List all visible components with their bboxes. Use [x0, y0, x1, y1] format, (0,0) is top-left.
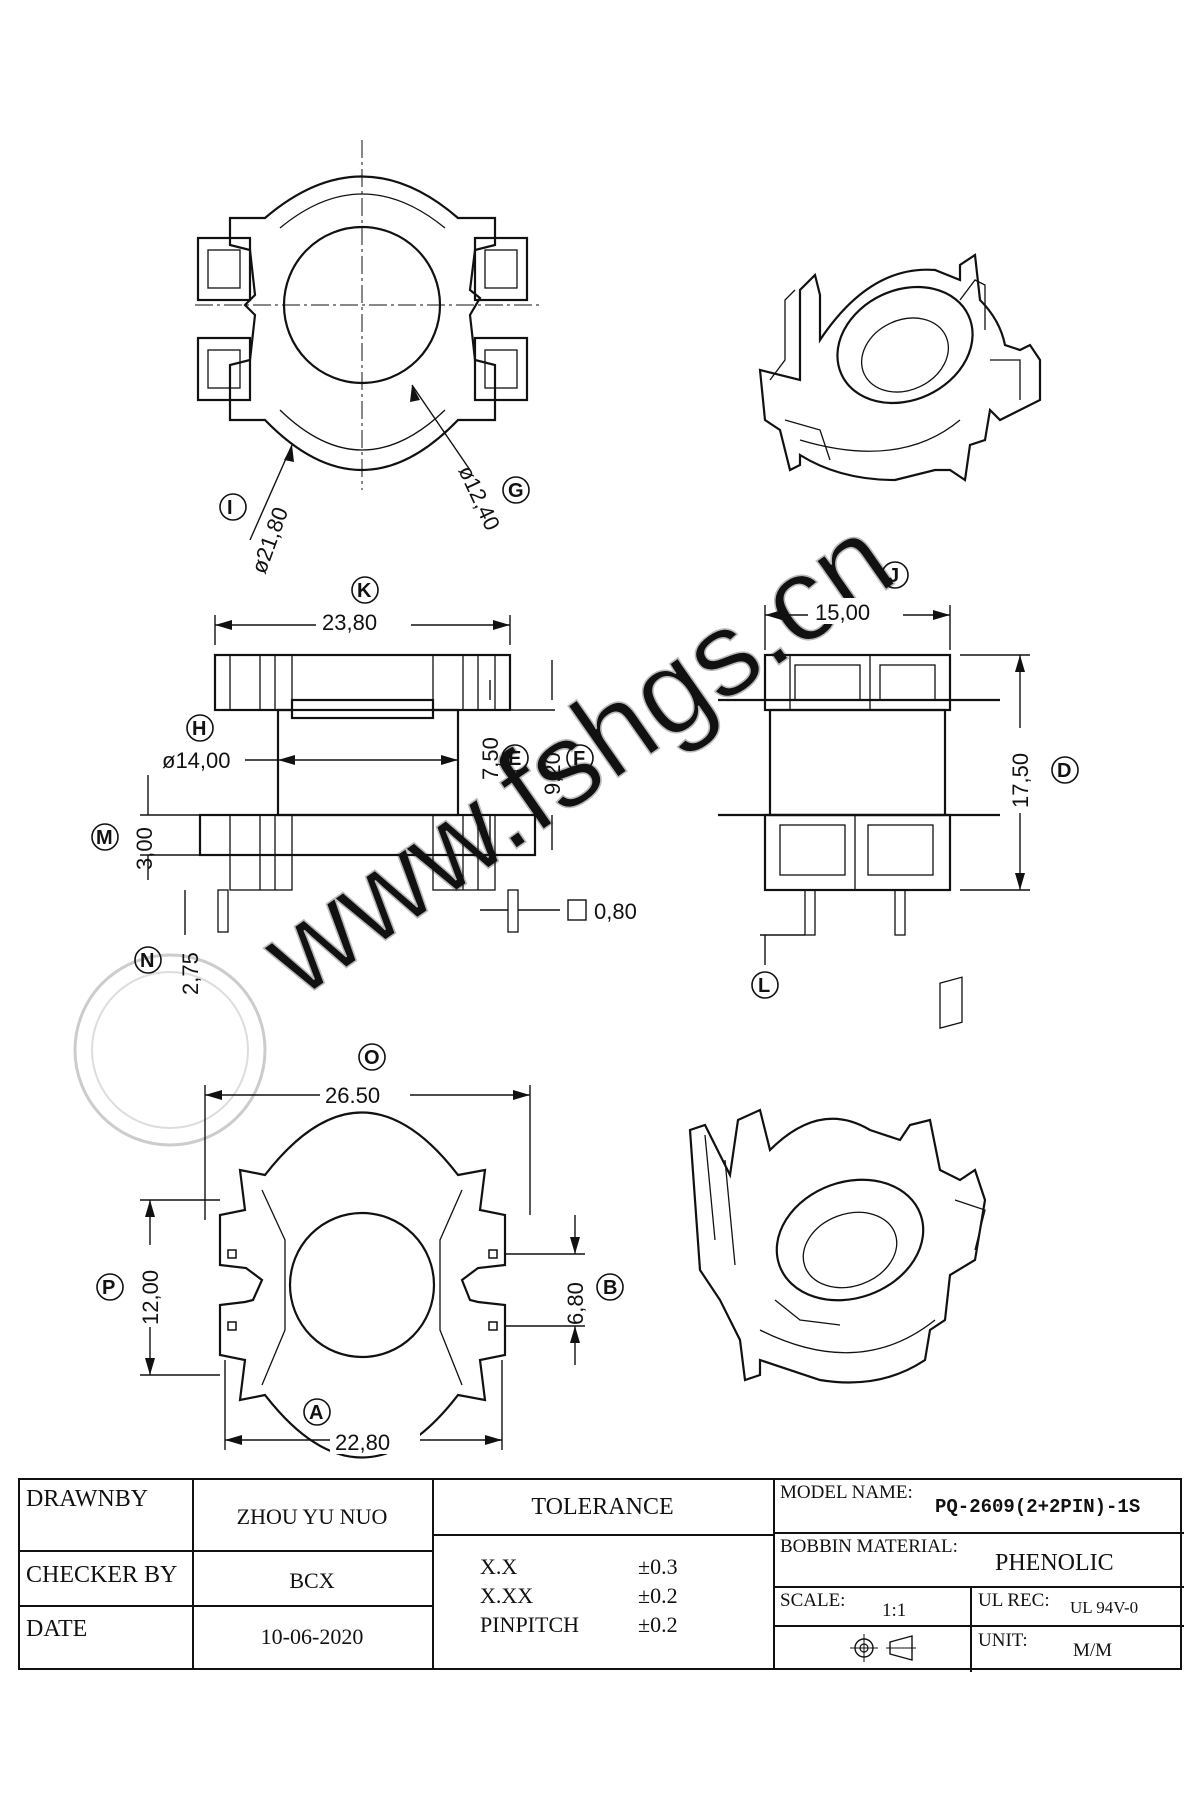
- tolerance-value-2: ±0.2: [638, 1583, 678, 1608]
- title-block: DRAWNBY CHECKER BY DATE ZHOU YU NUO BCX …: [18, 1478, 1184, 1672]
- callout-h: H: [192, 718, 206, 740]
- callout-a: A: [309, 1402, 323, 1424]
- iso-view-top: [758, 253, 1042, 482]
- dim-flange-gap: 7,50: [478, 737, 503, 780]
- callout-l: L: [758, 975, 770, 997]
- scale-label: SCALE:: [780, 1590, 846, 1611]
- callout-n: N: [140, 950, 154, 972]
- date-value: 10-06-2020: [260, 1624, 364, 1649]
- callout-d: D: [1057, 760, 1071, 782]
- callout-j: J: [888, 565, 899, 587]
- model-value: PQ-2609(2+2PIN)-1S: [935, 1496, 1141, 1518]
- callout-f: F: [573, 748, 585, 770]
- scale-value: 1:1: [882, 1600, 907, 1621]
- drawnby-label: DRAWNBY: [26, 1486, 149, 1512]
- callout-p: P: [102, 1277, 115, 1299]
- dim-pin-pitch: 6,80: [563, 1282, 588, 1325]
- projection-symbol-icon: [850, 1634, 916, 1662]
- unit-value: M/M: [1073, 1640, 1113, 1661]
- callout-i: I: [227, 497, 233, 519]
- callout-b: B: [603, 1277, 617, 1299]
- top-view: ø21,80 ø12,40 I G: [195, 140, 540, 577]
- tolerance-names: X.X X.XX PINPITCH: [480, 1552, 579, 1639]
- material-value: PHENOLIC: [995, 1550, 1114, 1576]
- dim-height: 17,50: [1008, 753, 1033, 808]
- tolerance-values: ±0.3 ±0.2 ±0.2: [638, 1552, 678, 1639]
- dim-width: 23,80: [322, 610, 377, 635]
- front-view: 23,80 K ø14,00 H 7,50 9,20 E F 3,00 M 2,…: [91, 576, 637, 995]
- date-label: DATE: [26, 1616, 88, 1642]
- model-label: MODEL NAME:: [780, 1482, 913, 1503]
- iso-view-bottom: [688, 976, 987, 1384]
- dim-inner-diameter: ø12,40: [453, 462, 505, 535]
- dim-span: 26.50: [325, 1083, 380, 1108]
- unit-label: UNIT:: [978, 1630, 1028, 1651]
- bottom-view: 26.50 O 12,00 P 6,80 B 22,80 A: [96, 1043, 624, 1459]
- dim-pin-length: 2,75: [178, 952, 203, 995]
- tolerance-name-1: X.X: [480, 1554, 518, 1579]
- callout-e: E: [508, 748, 521, 770]
- drawnby-value: ZHOU YU NUO: [236, 1504, 388, 1529]
- dim-total-height: 9,20: [540, 752, 565, 795]
- callout-g: G: [508, 480, 524, 502]
- tolerance-value-1: ±0.3: [638, 1554, 678, 1579]
- callout-k: K: [357, 580, 372, 602]
- side-view: 15,00 J 17,50 D L: [718, 561, 1079, 999]
- tolerance-name-3: PINPITCH: [480, 1612, 580, 1637]
- dim-base: 22,80: [335, 1430, 390, 1455]
- checker-value: BCX: [289, 1568, 335, 1593]
- callout-m: M: [96, 827, 113, 849]
- dim-flange: 3,00: [132, 827, 157, 870]
- ulrec-label: UL REC:: [978, 1590, 1050, 1611]
- dim-depth: 15,00: [815, 600, 870, 625]
- dim-pitch-vertical: 12,00: [138, 1270, 163, 1325]
- tolerance-value-3: ±0.2: [638, 1612, 678, 1637]
- dim-pin-size: 0,80: [594, 899, 637, 924]
- tolerance-label: TOLERANCE: [531, 1494, 674, 1520]
- watermark-seal: [73, 953, 267, 1147]
- tolerance-name-2: X.XX: [480, 1583, 534, 1608]
- callout-o: O: [364, 1047, 380, 1069]
- material-label: BOBBIN MATERIAL:: [780, 1536, 958, 1557]
- dim-bore: ø14,00: [162, 748, 231, 773]
- dim-outer-diameter: ø21,80: [246, 504, 293, 577]
- checker-label: CHECKER BY: [26, 1562, 178, 1588]
- ulrec-value: UL 94V-0: [1070, 1598, 1139, 1617]
